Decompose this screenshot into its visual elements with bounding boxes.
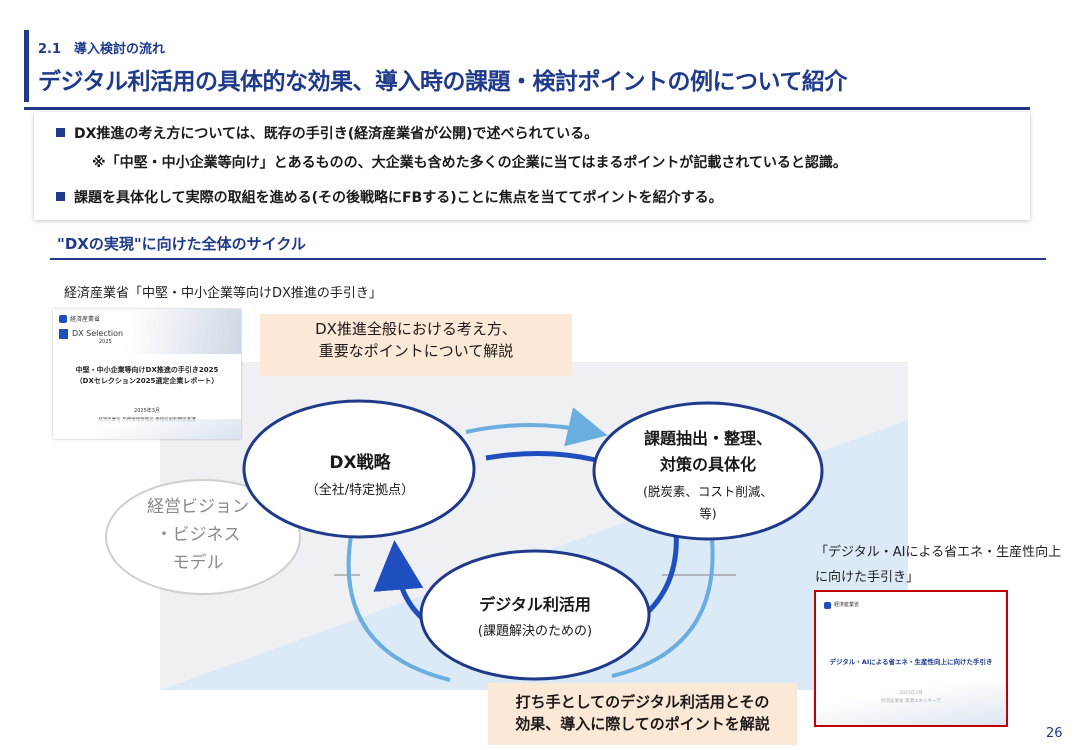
meti-logo-icon [824,602,831,609]
left-doc-thumbnail: 経済産業省 DX Selection 2025 中堅・中小企業等向けDX推進の手… [53,309,241,439]
page-number: 26 [1046,726,1063,741]
digital-title: デジタル利活用 [479,595,591,614]
right-doc-caption: 「デジタル・AIによる省エネ・生産性向上 に向けた手引き」 [815,540,1061,590]
right-doc-title: デジタル・AIによる省エネ・生産性向上に向けた手引き [829,658,993,666]
bullet-square-icon [56,128,65,137]
right-doc-caption-2: に向けた手引き」 [815,570,920,585]
left-doc-date: 2025年3月 [134,408,160,414]
summary-bullet-1: DX推進の考え方については、既存の手引き(経済産業省が公開)で述べられている。 [74,126,599,142]
title-accent-bar [24,30,29,102]
strategy-title: DX戦略 [329,452,391,473]
meti-logo-icon [59,315,67,323]
issues-sub-2: 等) [699,506,716,521]
arrow-issues-to-strategy [485,450,597,463]
issues-sub-1: (脱炭素、コスト削減、 [643,484,773,499]
summary-bullet-2: 課題を具体化して実際の取組を進める(その後戦略にFBする)ことに焦点を当ててポイ… [74,190,723,206]
issues-circle [592,401,824,541]
vision-label-3: モデル [173,552,224,573]
vision-label-1: 経営ビジョン [147,497,249,517]
left-doc-title-2: （DXセレクション2025選定企業レポート） [75,377,219,385]
left-doc-brand-year: 2025 [99,339,112,345]
section-subtitle: "DXの実現"に向けた全体のサイクル [57,235,306,253]
strategy-sub: （全社/特定拠点） [306,482,414,498]
title-divider [24,107,1030,110]
right-doc-thumbnail: 経済産業省 デジタル・AIによる省エネ・生産性向上に向けた手引き 2025年3月… [814,590,1008,727]
summary-note: ※「中堅・中小企業等向け」とあるものの、大企業も含めた多くの企業に当てはまるポイ… [92,155,847,171]
right-doc-logo-text: 経済産業省 [834,602,860,608]
issues-line-1: 課題抽出・整理、 [644,429,772,448]
digital-circle [419,549,651,681]
dx-selection-logo-icon [59,329,68,339]
callout-bottom-line1: 打ち手としてのデジタル利活用とその [515,693,770,711]
arrow-strategy-to-issues [465,407,608,447]
callout-bottom-line2: 効果、導入に際してのポイントを解説 [515,715,770,733]
vision-label-2: ・ビジネス [156,525,241,545]
left-doc-caption: 経済産業省「中堅・中小企業等向けDX推進の手引き」 [64,286,382,301]
left-doc-brand: DX Selection [72,329,124,338]
digital-sub: (課題解決のための) [478,623,592,639]
issues-line-2: 対策の具体化 [659,455,756,474]
left-doc-logo-text: 経済産業省 [70,316,101,323]
callout-top: DX推進全般における考え方、 重要なポイントについて解説 [260,314,572,376]
section-divider [50,258,1046,260]
arc-right-light [611,539,715,678]
callout-top-line1: DX推進全般における考え方、 [315,320,517,338]
callout-bottom: 打ち手としてのデジタル利活用とその 効果、導入に際してのポイントを解説 [488,683,797,745]
callout-top-line2: 重要なポイントについて解説 [318,342,514,360]
arc-left-light [346,529,451,682]
right-doc-caption-1: 「デジタル・AIによる省エネ・生産性向上 [815,545,1062,560]
page-title: デジタル利活用の具体的な効果、導入時の課題・検討ポイントの例について紹介 [38,69,847,95]
vision-circle [105,479,301,595]
summary-box: DX推進の考え方については、既存の手引き(経済産業省が公開)で述べられている。 … [34,112,1030,220]
left-doc-title-1: 中堅・中小企業等向けDX推進の手引き2025 [75,366,219,374]
bullet-square-icon [56,192,65,201]
strategy-circle [242,399,476,539]
section-number: 2.1 導入検討の流れ [38,42,166,57]
